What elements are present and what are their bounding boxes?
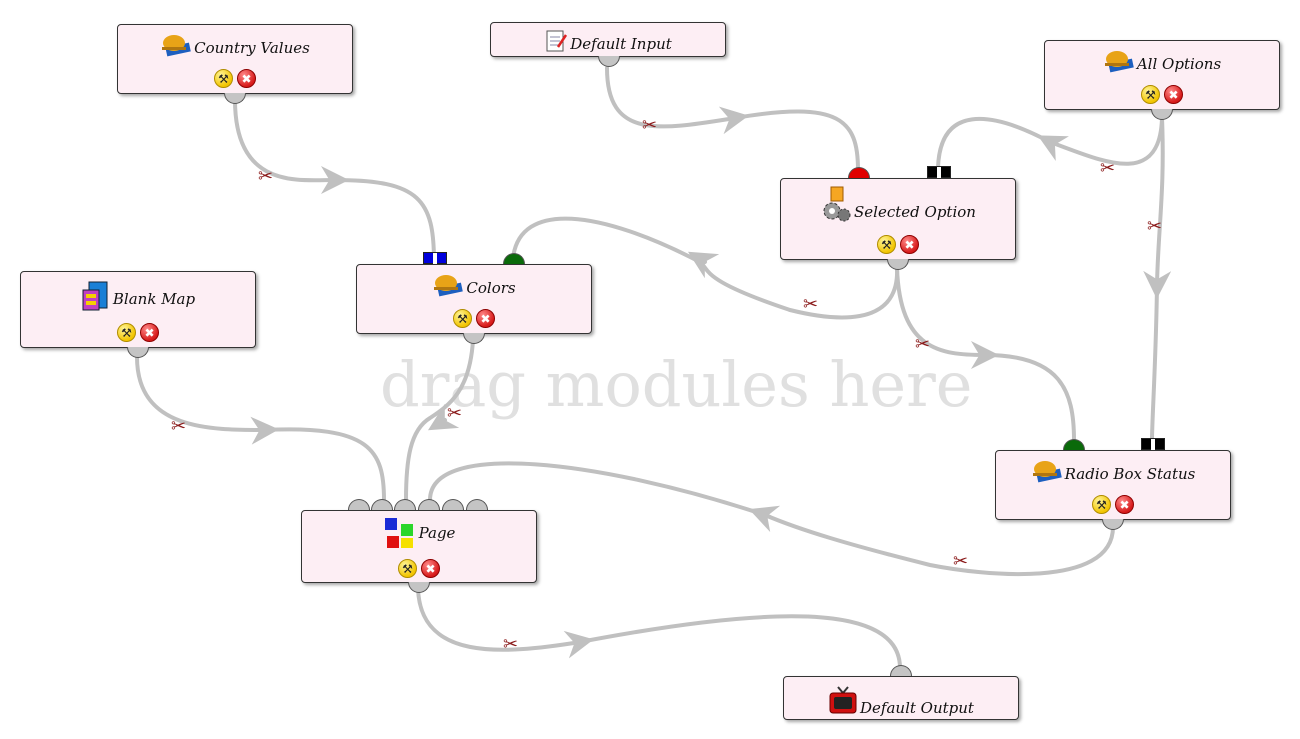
- delete-module-button[interactable]: ✖: [237, 69, 256, 88]
- module-radio-box-status[interactable]: Radio Box Status ⚒ ✖: [995, 438, 1231, 530]
- edit-module-button[interactable]: ⚒: [1092, 495, 1111, 514]
- delete-module-button[interactable]: ✖: [1164, 85, 1183, 104]
- hardhat-book-icon: [160, 31, 192, 57]
- wire-page-to-default-output: [416, 586, 582, 652]
- edit-module-button[interactable]: ⚒: [117, 323, 136, 342]
- delete-module-button[interactable]: ✖: [1115, 495, 1134, 514]
- module-country-values[interactable]: Country Values ⚒ ✖: [117, 24, 353, 104]
- wire-radio-box-status-to-page: [763, 513, 1115, 577]
- cut-wire-scissors-icon[interactable]: ✂: [258, 166, 274, 187]
- hardhat-book-icon: [1031, 457, 1063, 483]
- module-title: Default Input: [570, 35, 672, 53]
- wire-colors-to-page: [404, 338, 475, 502]
- delete-module-button[interactable]: ✖: [421, 559, 440, 578]
- delete-module-button[interactable]: ✖: [900, 235, 919, 254]
- gears-icon: [820, 185, 852, 223]
- wire-country-values-to-colors: [233, 98, 337, 183]
- module-page[interactable]: Page ⚒ ✖: [301, 499, 537, 593]
- cut-wire-scissors-icon[interactable]: ✂: [642, 115, 658, 136]
- hardhat-book-icon: [432, 271, 464, 297]
- module-all-options[interactable]: All Options ⚒ ✖: [1044, 40, 1280, 120]
- module-title: Default Output: [860, 699, 974, 717]
- delete-module-button[interactable]: ✖: [140, 323, 159, 342]
- wire-blank-map-to-page: [135, 355, 267, 432]
- input-port-multi[interactable]: [1141, 438, 1165, 450]
- cut-wire-scissors-icon[interactable]: ✂: [171, 416, 187, 437]
- module-selected-option[interactable]: Selected Option ⚒ ✖: [780, 166, 1016, 270]
- wire-all-options-to-selected-option: [1048, 116, 1164, 166]
- module-title: Selected Option: [854, 203, 976, 221]
- wire-selected-option-to-radio-box-status: [895, 266, 987, 357]
- input-port-multi[interactable]: [423, 252, 447, 264]
- wire-all-options-to-radio-box-status: [1155, 116, 1165, 287]
- cut-wire-scissors-icon[interactable]: ✂: [503, 634, 519, 655]
- delete-module-button[interactable]: ✖: [476, 309, 495, 328]
- cut-wire-scissors-icon[interactable]: ✂: [1100, 158, 1116, 179]
- cut-wire-scissors-icon[interactable]: ✂: [915, 334, 931, 355]
- cut-wire-scissors-icon[interactable]: ✂: [803, 294, 819, 315]
- module-blank-map[interactable]: Blank Map ⚒ ✖: [20, 271, 256, 358]
- module-title: Country Values: [194, 39, 310, 57]
- edit-module-button[interactable]: ⚒: [214, 69, 233, 88]
- module-title: Blank Map: [112, 290, 196, 308]
- file-cabinet-icon: [81, 280, 111, 312]
- edit-module-button[interactable]: ⚒: [877, 235, 896, 254]
- module-default-input[interactable]: Default Input: [490, 22, 726, 67]
- cut-wire-scissors-icon[interactable]: ✂: [447, 403, 463, 424]
- module-title: Page: [418, 524, 456, 542]
- wire-default-input-to-selected-option: [605, 66, 737, 129]
- cut-wire-scissors-icon[interactable]: ✂: [953, 551, 969, 572]
- tv-icon: [828, 685, 858, 715]
- module-title: Radio Box Status: [1064, 465, 1196, 483]
- cut-wire-scissors-icon[interactable]: ✂: [1147, 216, 1163, 237]
- puzzle-icon: [383, 516, 417, 550]
- edit-module-button[interactable]: ⚒: [453, 309, 472, 328]
- input-port-multi[interactable]: [927, 166, 951, 178]
- notepad-icon: [544, 29, 568, 53]
- wire-selected-option-to-colors: [788, 266, 900, 320]
- module-colors[interactable]: Colors ⚒ ✖: [356, 252, 592, 344]
- module-title: All Options: [1136, 55, 1222, 73]
- module-default-output[interactable]: Default Output: [783, 665, 1019, 720]
- hardhat-book-icon: [1103, 47, 1135, 73]
- edit-module-button[interactable]: ⚒: [398, 559, 417, 578]
- edit-module-button[interactable]: ⚒: [1141, 85, 1160, 104]
- module-title: Colors: [466, 279, 516, 297]
